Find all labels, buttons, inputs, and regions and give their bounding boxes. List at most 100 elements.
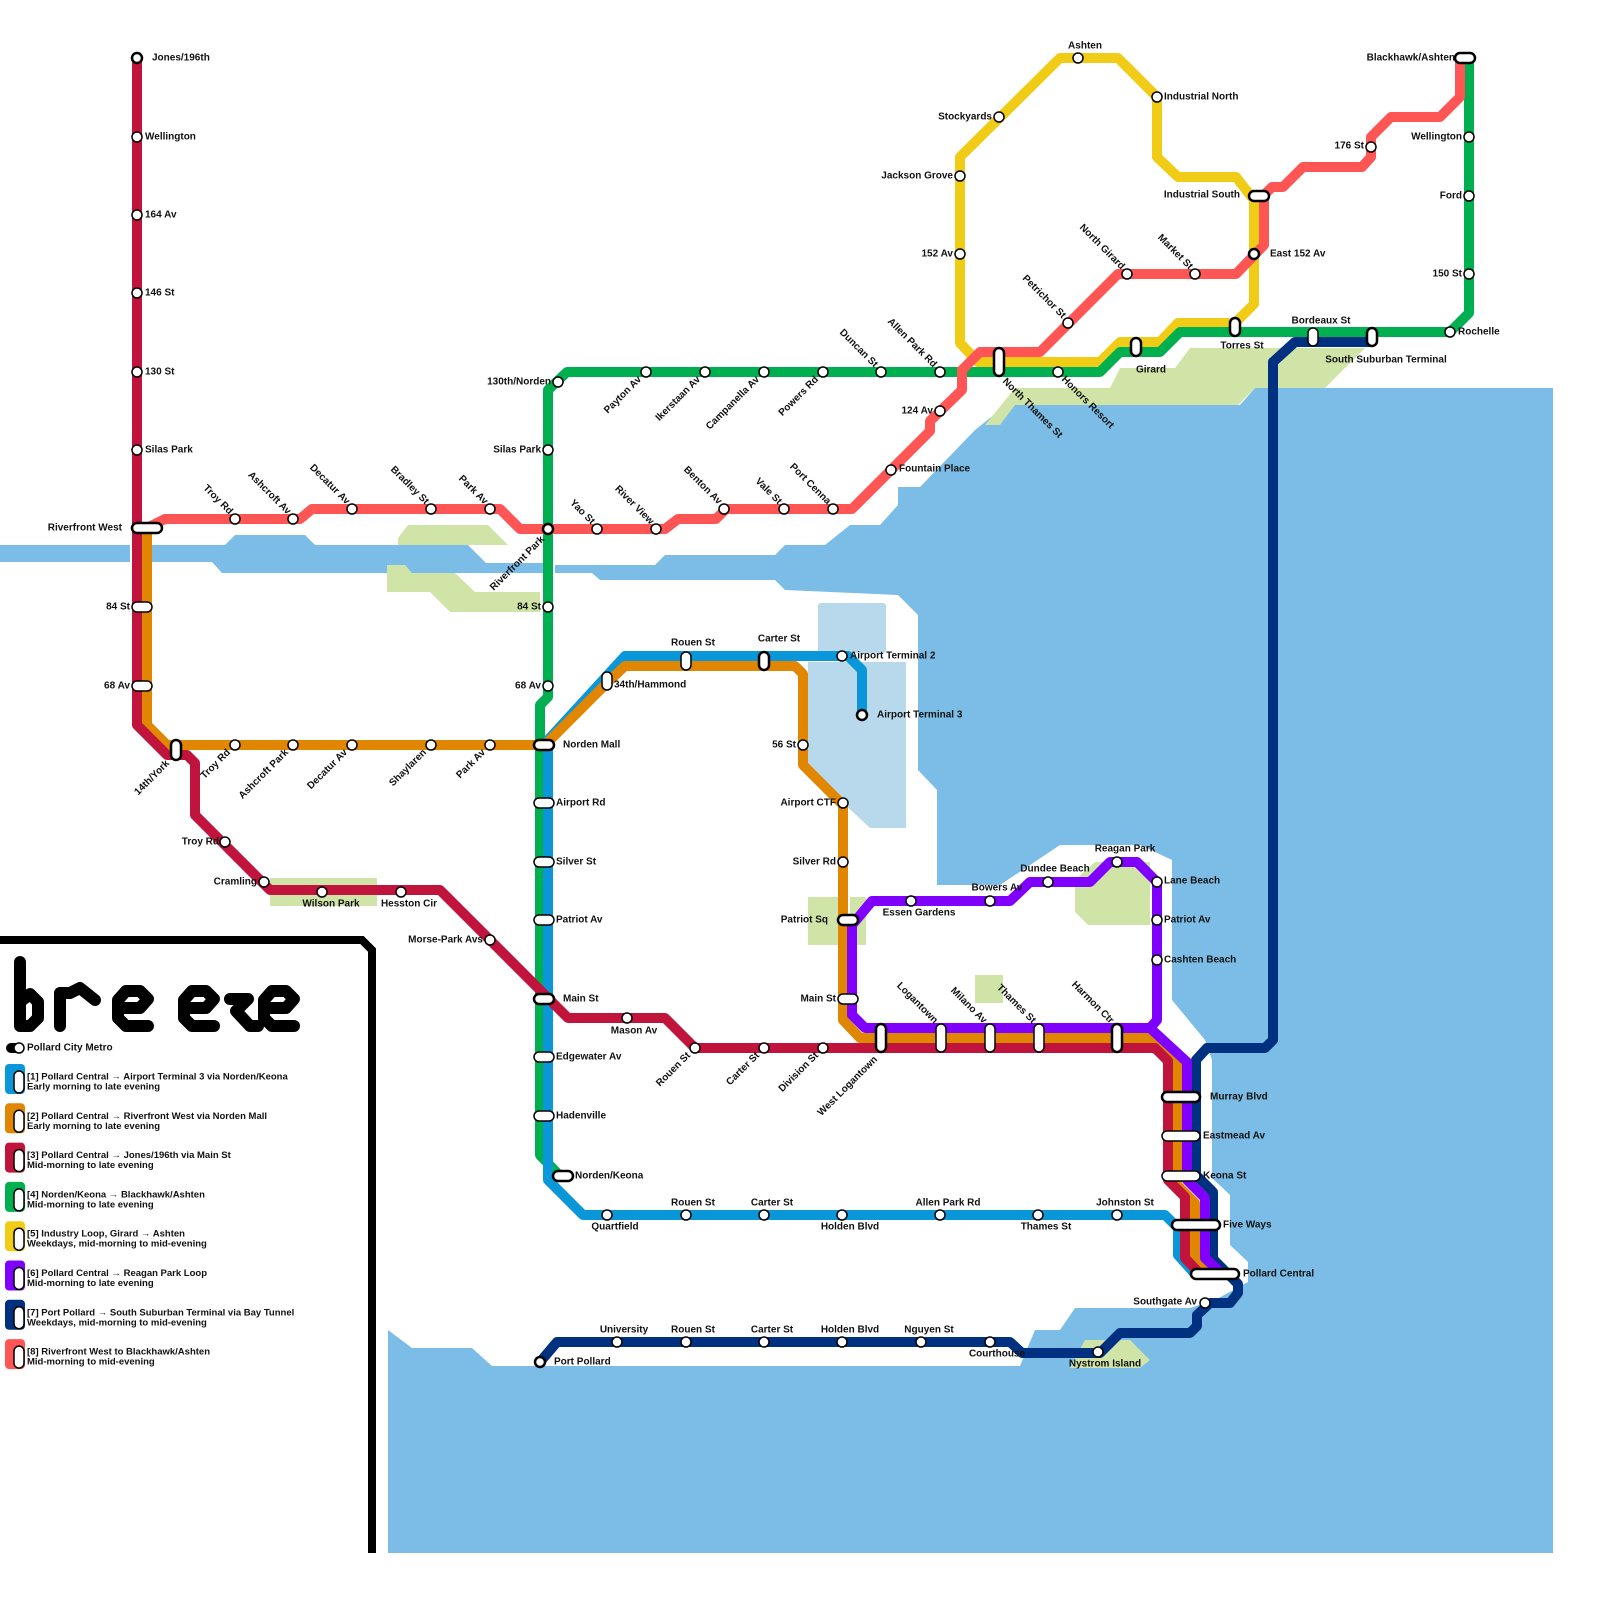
station-marker[interactable] <box>425 739 437 751</box>
interchange-marker[interactable] <box>169 738 183 762</box>
station-marker[interactable] <box>885 464 897 476</box>
station-marker[interactable] <box>778 503 790 515</box>
station-marker[interactable] <box>1463 268 1475 280</box>
station-marker[interactable] <box>131 131 143 143</box>
station-marker[interactable] <box>954 170 966 182</box>
interchange-marker[interactable] <box>533 1051 555 1063</box>
station-marker[interactable] <box>1052 366 1064 378</box>
station-rouen-st[interactable]: Rouen St <box>671 638 716 671</box>
interchange-marker[interactable] <box>1170 1218 1222 1232</box>
interchange-marker[interactable] <box>836 913 860 927</box>
station-marker[interactable] <box>758 1336 770 1348</box>
station-marker[interactable] <box>131 366 143 378</box>
station-124-av[interactable]: 124 Av <box>901 405 946 417</box>
station-murray-blvd[interactable]: Murray Blvd <box>1160 1090 1268 1104</box>
station-marker[interactable] <box>1111 1209 1123 1221</box>
interchange-marker[interactable] <box>601 671 613 691</box>
station-marker[interactable] <box>1444 326 1456 338</box>
station-nguyen-st[interactable]: Nguyen St <box>904 1325 954 1348</box>
station-university[interactable]: University <box>600 1325 649 1348</box>
station-marker[interactable] <box>680 1209 692 1221</box>
station-eastmead-av[interactable]: Eastmead Av <box>1161 1130 1266 1142</box>
station-marker[interactable] <box>484 934 496 946</box>
station-marker[interactable] <box>1151 954 1163 966</box>
station-marker[interactable] <box>130 51 144 65</box>
station-marker[interactable] <box>131 209 143 221</box>
station-cramling[interactable]: Cramling <box>214 876 270 888</box>
interchange-marker[interactable] <box>1161 1130 1201 1142</box>
station-marker[interactable] <box>542 444 554 456</box>
station-marker[interactable] <box>934 366 946 378</box>
station-rouen-st[interactable]: Rouen St <box>671 1325 716 1348</box>
station-nystrom-island[interactable]: Nystrom Island <box>1069 1346 1141 1370</box>
interchange-marker[interactable] <box>1228 316 1242 338</box>
interchange-marker[interactable] <box>533 856 555 868</box>
station-rochelle[interactable]: Rochelle <box>1444 326 1500 338</box>
station-riverfront-west[interactable]: Riverfront West <box>48 521 164 535</box>
station-marker[interactable] <box>934 405 946 417</box>
station-marker[interactable] <box>1463 131 1475 143</box>
station-allen-park-rd[interactable]: Allen Park Rd <box>915 1198 981 1221</box>
station-marker[interactable] <box>1111 856 1123 868</box>
interchange-marker[interactable] <box>533 914 555 926</box>
interchange-marker[interactable] <box>1453 51 1477 65</box>
station-lane-beach[interactable]: Lane Beach <box>1151 876 1220 888</box>
station-marker[interactable] <box>601 1209 613 1221</box>
station-marker[interactable] <box>689 1042 701 1054</box>
interchange-marker[interactable] <box>1365 326 1379 348</box>
interchange-marker[interactable] <box>1161 1170 1201 1182</box>
station-marker[interactable] <box>836 1336 848 1348</box>
station-marker[interactable] <box>316 886 328 898</box>
station-rouen-st[interactable]: Rouen St <box>671 1198 716 1221</box>
station-blackhawk-ashten[interactable]: Blackhawk/Ashten <box>1367 51 1477 65</box>
interchange-marker[interactable] <box>1160 1090 1202 1104</box>
interchange-marker[interactable] <box>874 1022 888 1054</box>
station-marker[interactable] <box>611 1336 623 1348</box>
station-marker[interactable] <box>718 503 730 515</box>
station-marker[interactable] <box>1199 1297 1211 1309</box>
station-wellington[interactable]: Wellington <box>131 131 196 143</box>
station-rouen-st[interactable]: Rouen St <box>654 1042 701 1089</box>
interchange-marker[interactable] <box>532 738 556 752</box>
station-marker[interactable] <box>650 523 662 535</box>
station-marker[interactable] <box>425 503 437 515</box>
station-benton-av[interactable]: Benton Av <box>681 464 730 515</box>
station-marker[interactable] <box>758 1042 770 1054</box>
station-courthouse[interactable]: Courthouse <box>969 1336 1026 1360</box>
station-cashten-beach[interactable]: Cashten Beach <box>1151 954 1236 966</box>
station-marker[interactable] <box>758 1209 770 1221</box>
station-marker[interactable] <box>817 366 829 378</box>
station-marker[interactable] <box>552 376 564 388</box>
station-marker[interactable] <box>541 522 555 536</box>
station-marker[interactable] <box>533 1355 547 1369</box>
interchange-marker[interactable] <box>131 601 153 613</box>
station-patriot-sq[interactable]: Patriot Sq <box>781 913 860 927</box>
station-marker[interactable] <box>395 886 407 898</box>
station-146-st[interactable]: 146 St <box>131 287 175 299</box>
station-marker[interactable] <box>934 1209 946 1221</box>
station-164-av[interactable]: 164 Av <box>131 209 177 221</box>
station-airport-rd[interactable]: Airport Rd <box>533 797 605 809</box>
station-girard[interactable]: Girard <box>1129 336 1166 376</box>
station-holden-blvd[interactable]: Holden Blvd <box>821 1209 879 1233</box>
station-marker[interactable] <box>984 895 996 907</box>
station-east-152-av[interactable]: East 152 Av <box>1247 247 1326 261</box>
station-wilson-park[interactable]: Wilson Park <box>302 886 360 910</box>
station-main-st[interactable]: Main St <box>532 992 599 1006</box>
station-marker[interactable] <box>993 111 1005 123</box>
station-130th-norden[interactable]: 130th/Norden <box>487 376 564 388</box>
interchange-marker[interactable] <box>131 680 153 692</box>
station-marker[interactable] <box>680 1336 692 1348</box>
station-hadenville[interactable]: Hadenville <box>533 1110 606 1122</box>
station-carter-st[interactable]: Carter St <box>751 1325 794 1348</box>
station-marker[interactable] <box>836 650 848 662</box>
station-quartfield[interactable]: Quartfield <box>591 1209 639 1233</box>
station-marker[interactable] <box>542 601 554 613</box>
station-hesston-cir[interactable]: Hesston Cir <box>381 886 437 910</box>
station-68-av[interactable]: 68 Av <box>104 680 153 692</box>
station-marker[interactable] <box>817 1042 829 1054</box>
station-marker[interactable] <box>1189 268 1201 280</box>
station-marker[interactable] <box>875 366 887 378</box>
interchange-marker[interactable] <box>1129 336 1143 358</box>
interchange-marker[interactable] <box>533 1110 555 1122</box>
